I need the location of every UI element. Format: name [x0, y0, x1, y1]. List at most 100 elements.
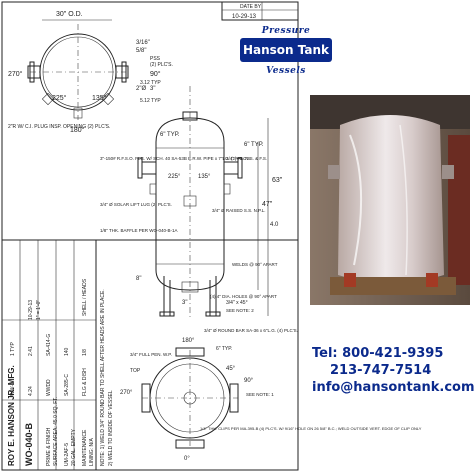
rb-note: 3/4" R.B. N.S. & F.S. — [226, 156, 267, 161]
svg-text:SA-285-C: SA-285-C — [64, 374, 70, 396]
clip-bottom — [175, 439, 205, 449]
dim-312: 3.12 TYP — [140, 80, 161, 86]
nameplate — [183, 195, 197, 207]
tb-row-5: LINING: N/A — [89, 438, 95, 466]
tb-row-0: PRIME & FINISH — [46, 427, 52, 466]
logo-main-text: Hanson Tank — [240, 38, 332, 62]
vessel-shell — [155, 117, 225, 291]
angle-225-elev: 225° — [168, 174, 181, 180]
flange-note: 3"-150# R.F.S.O. FLG. W/ SCH. 40 SA-53B … — [100, 156, 252, 161]
inspection-note: 2"R W/ C.I. PLUG INSP. OPENING (2) PLC'S… — [8, 124, 110, 130]
lift-lug-left — [149, 183, 157, 195]
shell-table: WW-1 1 TYP 4.24 2.41 WWDD SA-414-G SA-28… — [10, 334, 88, 396]
tb-row-2: UM-2AF-5 — [64, 443, 70, 466]
tb-scale: 1" = 1'-0" — [36, 300, 42, 320]
svg-text:FLG & DISH: FLG & DISH — [82, 368, 88, 396]
clip-left — [141, 383, 151, 413]
angle-0-bot: 0° — [184, 456, 190, 462]
tb-row-3: 20 GAL. EMPTY — [71, 428, 77, 466]
shell-heads-header: SHELL / HEADS — [82, 278, 88, 316]
note-2: 2) WELD TO INSIDE OF VESSEL — [108, 390, 114, 466]
nozzle-left — [141, 161, 157, 175]
see-note-1: SEE NOTE: 1 — [246, 392, 274, 397]
angle-90-bot: 90° — [244, 378, 254, 384]
clips-note: 1/4" THK. CLIPS PER MA-395-B (4) PLC'S. … — [200, 426, 422, 431]
dim-512: 5.12 TYP — [140, 98, 161, 104]
nameplate-note: 3/4" Ø RAISED S.S. N.P.L. — [212, 208, 266, 213]
round-bar-note: 3/4" Ø ROUND BAR SA-36 x 6"L.G. (4) PLC'… — [204, 328, 298, 333]
label-2plcs: (2) PLC'S. — [150, 62, 173, 68]
plastic-wrap — [338, 115, 444, 283]
angle-225-top: 225° — [52, 94, 67, 102]
hanson-tank-logo: Pressure Hanson Tank Vessels — [222, 24, 350, 78]
top-view: 30" O.D. 270° 225° 135° 180° 90° 3/16" 5… — [8, 11, 173, 134]
welds-note: WELDS @ 90° APART — [232, 262, 278, 267]
svg-text:WW-1: WW-1 — [10, 382, 16, 396]
dim-3: 3" — [182, 300, 187, 306]
title-block: ROY E. HANSON JR. MFG. WO-040-B PRIME & … — [1, 239, 114, 471]
lift-lug-note: 3/4" Ø SOLAR LIFT LUG (2) PLC'S. — [100, 202, 172, 207]
angle-180-top: 180° — [70, 126, 85, 134]
tb-date: 10-29-13 — [28, 300, 34, 320]
dim-5-8: 5/8" — [136, 48, 146, 54]
date-box: DATE BY 10-29-13 — [221, 1, 299, 21]
dim-6typ-2: 6" TYP. — [160, 132, 180, 138]
dim-2dia: 2"Ø — [136, 86, 146, 92]
dim-8: 8" — [136, 276, 141, 282]
drawing-number: WO-040-B — [24, 422, 34, 466]
sheet-border — [1, 1, 299, 471]
dim-bevel: 3/4" x 45° — [226, 300, 248, 306]
date-box-date: 10-29-13 — [232, 14, 257, 20]
bottom-view: 180° 90° 45° 270° 0° 3/4" FULL PEN. W.P.… — [120, 328, 422, 462]
angle-270: 270° — [8, 70, 23, 78]
svg-text:2.41: 2.41 — [28, 346, 34, 356]
svg-text:WWDD: WWDD — [46, 379, 52, 396]
angle-45-bot: 45° — [226, 366, 236, 372]
email-link[interactable]: info@hansontank.com — [312, 380, 474, 395]
see-note-2: SEE NOTE: 2 — [226, 308, 254, 313]
svg-text:1 TYP: 1 TYP — [10, 342, 16, 356]
baffle-note: 1/8" THK. BAFFLE PER WO-040-B-1A — [100, 228, 178, 233]
top-view-width: 30" O.D. — [56, 11, 83, 18]
phone-tel: Tel: 800-421-9395 — [312, 346, 444, 361]
angle-135-elev: 135° — [198, 174, 211, 180]
lift-lug-right — [223, 183, 231, 195]
dim-3in: 3" — [150, 86, 155, 92]
top-label: TOP — [130, 368, 141, 374]
phone-alt: 213-747-7514 — [330, 363, 432, 378]
logo-bottom-text: Vessels — [266, 66, 306, 76]
dim-6typ-bot: 6" TYP. — [216, 346, 232, 352]
angle-90-top: 90° — [150, 70, 161, 78]
logo-top-text: Pressure — [261, 26, 311, 36]
dim-6typ-1: 6" TYP. — [244, 142, 264, 148]
svg-text:4.24: 4.24 — [28, 386, 34, 396]
tb-row-1: SURFACE AREA: 45.0 SQ. FT. — [53, 397, 59, 466]
svg-text:140: 140 — [64, 347, 70, 356]
clip-right — [229, 383, 239, 413]
dim-3-16: 3/16" — [136, 40, 150, 46]
svg-text:1/8: 1/8 — [82, 349, 88, 356]
angle-270-bot: 270° — [120, 390, 133, 396]
note-1: NOTE: 1) WELD 3/4" ROUND BAR TO SHELL AF… — [100, 289, 106, 466]
bottom-drain — [181, 281, 199, 293]
date-box-header: DATE BY — [240, 4, 262, 10]
svg-text:SA-414-G: SA-414-G — [46, 334, 52, 356]
label-pss: PSS — [150, 56, 161, 62]
elevation-view: 63" 47" 6" TYP. 6" TYP. 225° 135° 4.0 8"… — [100, 111, 283, 320]
wooden-pallet — [330, 277, 456, 295]
angle-135-top: 135° — [92, 94, 107, 102]
dim-47: 47" — [262, 201, 273, 208]
top-nozzle — [182, 111, 198, 121]
tb-row-4: MAINTENANCE — [82, 429, 88, 466]
clip-top — [175, 347, 205, 357]
dim-63: 63" — [272, 177, 283, 184]
holes-note: (4) 4" DIA. HOLES @ 90° APART — [210, 294, 277, 299]
angle-180-bot: 180° — [182, 338, 195, 344]
contact-info: Tel: 800-421-9395 213-747-7514 info@hans… — [312, 345, 474, 396]
nozzle-right — [223, 161, 239, 175]
full-pen-note: 3/4" FULL PEN. W.P. — [130, 352, 172, 357]
company-name: ROY E. HANSON JR. MFG. — [7, 365, 16, 466]
dim-4: 4.0 — [270, 222, 279, 228]
tank-photo — [310, 95, 470, 305]
